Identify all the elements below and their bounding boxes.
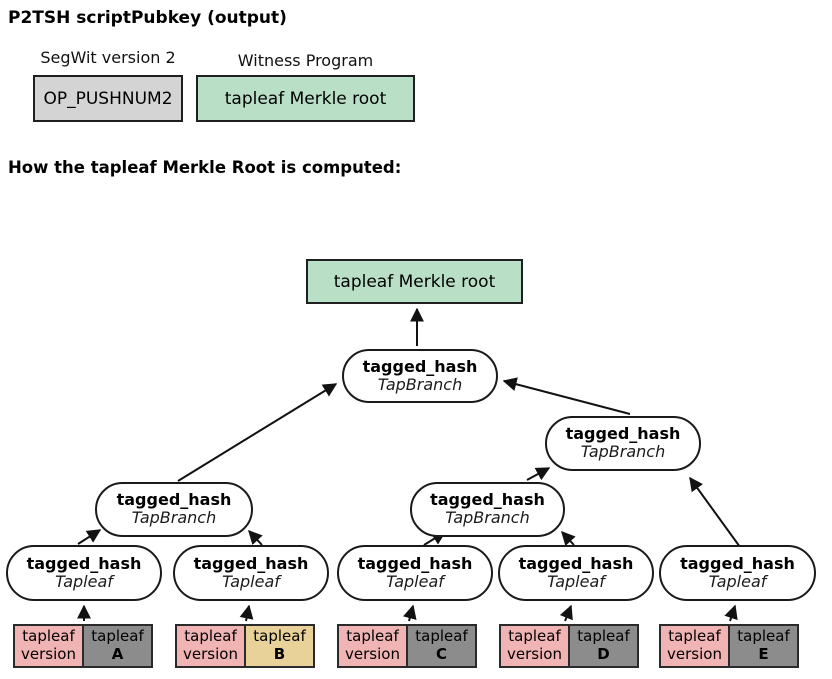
cell-line: tapleaf [415,627,468,646]
tapleaf-b-box: tapleaf B [244,624,315,668]
node-subtitle: TapBranch [131,508,217,528]
node-subtitle: Tapleaf [55,571,113,591]
input-pair-e: tapleaf version tapleaf E [659,624,799,668]
leaf-id: B [273,645,286,663]
input-pair-c: tapleaf version tapleaf C [337,624,477,668]
node-subtitle: TapBranch [580,442,666,462]
tagged-hash-leaf-b: tagged_hash Tapleaf [173,545,329,601]
tapleaf-version-box: tapleaf version [13,624,84,668]
node-title: tagged_hash [357,553,473,573]
node-title: tagged_hash [193,553,309,573]
edge-branch-mid-to-branch-right [526,467,551,481]
tapleaf-e-box: tapleaf E [728,624,799,668]
edge-pair-c-to-leaf-c [402,604,417,622]
edge-leaf-a-to-branch-left [77,529,102,545]
tagged-hash-leaf-a: tagged_hash Tapleaf [6,545,162,601]
node-subtitle: TapBranch [445,508,530,528]
witness-program-box: tapleaf Merkle root [196,75,415,122]
input-pair-b: tapleaf version tapleaf B [175,624,315,668]
node-title: tagged_hash [680,553,795,573]
opcode-box: OP_PUSHNUM2 [33,75,183,122]
leaf-id: D [597,645,610,663]
tagged-hash-branch-right: tagged_hash TapBranch [545,416,701,471]
tagged-hash-branch-top: tagged_hash TapBranch [342,349,498,403]
tapleaf-version-box: tapleaf version [659,624,730,668]
merkle-root-box: tapleaf Merkle root [306,259,523,304]
cell-line: tapleaf [346,627,399,646]
edge-pair-e-to-leaf-e [724,604,738,622]
cell-line: tapleaf [668,627,721,646]
leaf-id: A [111,645,124,663]
edge-leaf-e-to-branch-right [689,476,741,548]
node-subtitle: TapBranch [377,374,463,394]
cell-line: version [21,645,76,663]
edge-leaf-b-to-branch-left [248,529,263,546]
edge-pair-b-to-leaf-b [239,604,254,622]
leaf-id: E [758,645,769,663]
cell-line: tapleaf [577,627,630,646]
edge-pair-d-to-leaf-d [559,604,573,622]
input-pair-a: tapleaf version tapleaf A [13,624,153,668]
node-subtitle: Tapleaf [708,571,767,591]
edge-branch-left-to-branch-top [177,383,338,482]
node-title: tagged_hash [116,490,232,510]
cell-line: version [183,645,238,663]
input-pair-d: tapleaf version tapleaf D [499,624,639,668]
edge-leaf-d-to-branch-mid [561,530,576,547]
node-subtitle: Tapleaf [386,571,444,591]
tagged-hash-leaf-d: tagged_hash Tapleaf [498,545,654,601]
segwit-version-label: SegWit version 2 [40,48,176,67]
node-subtitle: Tapleaf [547,571,605,591]
tagged-hash-branch-mid: tagged_hash TapBranch [410,482,565,537]
cell-line: tapleaf [737,627,790,646]
cell-line: tapleaf [253,627,306,646]
node-title: tagged_hash [565,424,681,444]
tapleaf-c-box: tapleaf C [406,624,477,668]
cell-line: version [345,645,400,663]
node-title: tagged_hash [26,553,142,573]
node-title: tagged_hash [362,356,478,376]
tapleaf-version-box: tapleaf version [175,624,246,668]
cell-line: tapleaf [508,627,561,646]
tapleaf-d-box: tapleaf D [568,624,639,668]
tapleaf-version-box: tapleaf version [337,624,408,668]
cell-line: version [507,645,562,663]
page-title: P2TSH scriptPubkey (output) [8,8,287,28]
node-subtitle: Tapleaf [222,571,280,591]
edge-branch-right-to-branch-top [502,377,631,415]
node-title: tagged_hash [518,553,634,573]
tapleaf-version-box: tapleaf version [499,624,570,668]
section-title: How the tapleaf Merkle Root is computed: [8,158,402,177]
cell-line: tapleaf [184,627,237,646]
node-title: tagged_hash [430,490,545,510]
cell-line: version [667,645,722,663]
cell-line: tapleaf [91,627,144,646]
cell-line: tapleaf [22,627,75,646]
tapleaf-a-box: tapleaf A [82,624,153,668]
leaf-id: C [435,645,447,663]
tagged-hash-leaf-e: tagged_hash Tapleaf [659,545,816,601]
tagged-hash-branch-left: tagged_hash TapBranch [95,482,253,537]
tagged-hash-leaf-c: tagged_hash Tapleaf [337,545,493,601]
witness-program-label: Witness Program [237,51,374,70]
